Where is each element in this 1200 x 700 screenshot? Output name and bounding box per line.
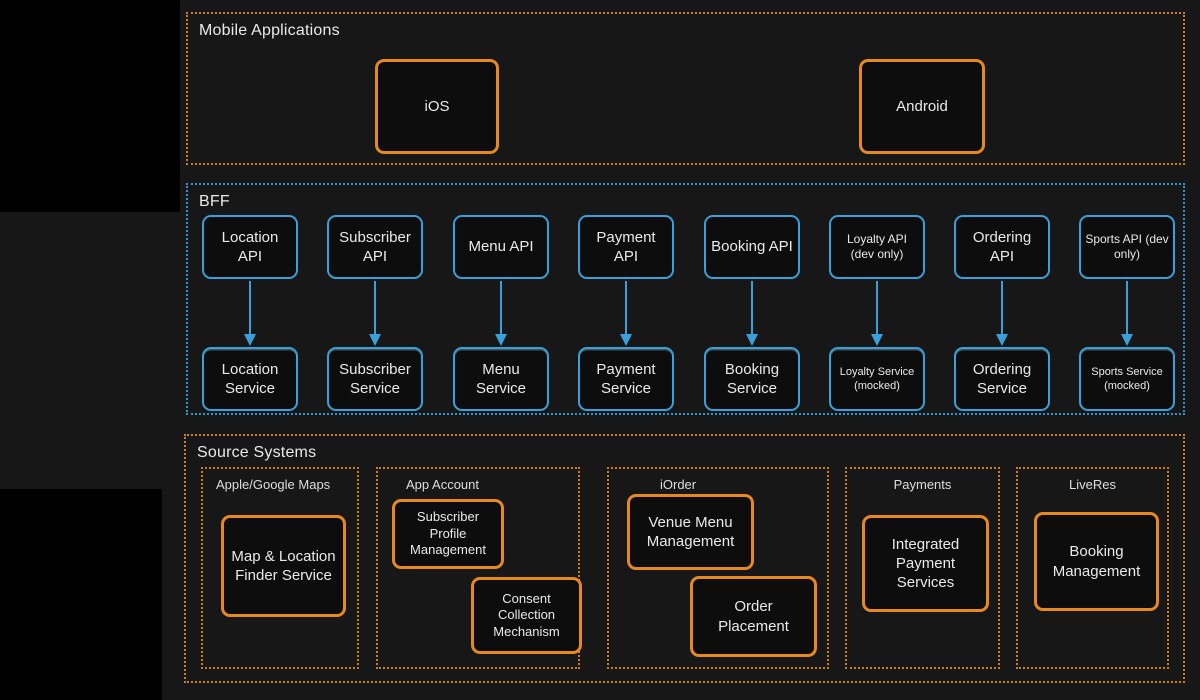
container-mobile-applications-label: Mobile Applications <box>199 22 340 39</box>
arrow-head-icon <box>1121 334 1133 346</box>
container-mobile-applications[interactable]: Mobile Applications iOS Android <box>186 12 1185 165</box>
group-iorder[interactable]: iOrder Venue Menu Management Order Place… <box>607 467 829 669</box>
group-iorder-label: iOrder <box>660 477 697 492</box>
arrow-sports-api-to-service <box>1120 279 1134 347</box>
node-sports-service-label: Sports Service (mocked) <box>1091 365 1163 392</box>
arrow-line <box>625 281 627 335</box>
node-loyalty-api-label: Loyalty API (dev only) <box>846 231 908 261</box>
arrow-line <box>1126 281 1128 335</box>
group-payments-label: Payments <box>893 477 952 492</box>
node-android[interactable]: Android <box>859 59 985 154</box>
left-black-strip-top <box>0 0 180 212</box>
arrow-line <box>1001 281 1003 335</box>
node-sports-api-label: Sports API (dev only) <box>1085 231 1169 261</box>
node-menu-api[interactable]: Menu API <box>453 215 549 279</box>
node-loyalty-api[interactable]: Loyalty API (dev only) <box>829 215 925 279</box>
node-booking-api-label: Booking API <box>711 238 793 256</box>
node-ios-label: iOS <box>424 97 450 115</box>
node-subscriber-api[interactable]: Subscriber API <box>327 215 423 279</box>
arrow-subscriber-api-to-service <box>368 279 382 347</box>
node-venue-menu-management-label: Venue Menu Management <box>646 513 735 550</box>
node-subscriber-service-label: Subscriber Service <box>339 360 411 397</box>
arrow-head-icon <box>996 334 1008 346</box>
node-booking-api[interactable]: Booking API <box>704 215 800 279</box>
node-subscriber-api-label: Subscriber API <box>339 228 411 265</box>
arrow-head-icon <box>369 334 381 346</box>
node-ordering-api[interactable]: Ordering API <box>954 215 1050 279</box>
arrow-head-icon <box>244 334 256 346</box>
node-subscriber-service[interactable]: Subscriber Service <box>327 347 423 411</box>
arrow-booking-api-to-service <box>745 279 759 347</box>
group-app-account-label: App Account <box>406 477 479 492</box>
group-app-account[interactable]: App Account Subscriber Profile Managemen… <box>376 467 582 669</box>
node-venue-menu-management[interactable]: Venue Menu Management <box>627 494 754 570</box>
arrow-ordering-api-to-service <box>995 279 1009 347</box>
node-payment-api-label: Payment API <box>596 228 656 265</box>
node-subscriber-profile-management-label: Subscriber Profile Management <box>410 509 486 558</box>
container-source-systems[interactable]: Source Systems Apple/Google Maps Map & L… <box>184 434 1185 683</box>
node-map-location-finder-service[interactable]: Map & Location Finder Service <box>221 515 346 617</box>
group-liveres[interactable]: LiveRes Booking Management <box>1016 467 1169 669</box>
node-subscriber-profile-management[interactable]: Subscriber Profile Management <box>392 499 504 569</box>
arrow-head-icon <box>620 334 632 346</box>
node-location-service-label: Location Service <box>221 360 279 397</box>
node-booking-management[interactable]: Booking Management <box>1034 512 1159 611</box>
node-android-label: Android <box>896 97 948 115</box>
node-location-api-label: Location API <box>221 228 279 265</box>
arrow-line <box>876 281 878 335</box>
arrow-head-icon <box>495 334 507 346</box>
node-sports-service[interactable]: Sports Service (mocked) <box>1079 347 1175 411</box>
node-ordering-api-label: Ordering API <box>972 228 1032 265</box>
group-liveres-label: LiveRes <box>1069 477 1116 492</box>
node-loyalty-service[interactable]: Loyalty Service (mocked) <box>829 347 925 411</box>
arrow-head-icon <box>746 334 758 346</box>
left-black-strip-bottom <box>0 489 162 700</box>
container-bff[interactable]: BFF Location API Location Service Subscr… <box>186 183 1185 415</box>
arrow-line <box>751 281 753 335</box>
node-menu-service[interactable]: Menu Service <box>453 347 549 411</box>
group-apple-google-maps[interactable]: Apple/Google Maps Map & Location Finder … <box>201 467 359 669</box>
node-menu-service-label: Menu Service <box>475 360 527 397</box>
node-location-service[interactable]: Location Service <box>202 347 298 411</box>
node-consent-collection-mechanism-label: Consent Collection Mechanism <box>493 590 560 639</box>
arrow-payment-api-to-service <box>619 279 633 347</box>
node-map-location-finder-service-label: Map & Location Finder Service <box>231 547 336 584</box>
container-bff-label: BFF <box>199 193 230 210</box>
arrow-location-api-to-service <box>243 279 257 347</box>
group-apple-google-maps-label: Apple/Google Maps <box>216 477 331 492</box>
node-booking-service-label: Booking Service <box>724 360 780 397</box>
arrow-head-icon <box>871 334 883 346</box>
arrow-line <box>374 281 376 335</box>
node-payment-api[interactable]: Payment API <box>578 215 674 279</box>
node-ios[interactable]: iOS <box>375 59 499 154</box>
node-consent-collection-mechanism[interactable]: Consent Collection Mechanism <box>471 577 582 654</box>
node-booking-management-label: Booking Management <box>1052 543 1141 580</box>
arrow-line <box>500 281 502 335</box>
arrow-loyalty-api-to-service <box>870 279 884 347</box>
node-booking-service[interactable]: Booking Service <box>704 347 800 411</box>
node-loyalty-service-label: Loyalty Service (mocked) <box>839 365 915 392</box>
node-menu-api-label: Menu API <box>468 238 534 256</box>
container-source-systems-label: Source Systems <box>197 444 317 461</box>
node-integrated-payment-services[interactable]: Integrated Payment Services <box>862 515 989 612</box>
node-order-placement-label: Order Placement <box>718 598 789 635</box>
group-payments[interactable]: Payments Integrated Payment Services <box>845 467 1000 669</box>
node-location-api[interactable]: Location API <box>202 215 298 279</box>
node-integrated-payment-services-label: Integrated Payment Services <box>891 535 960 592</box>
node-ordering-service[interactable]: Ordering Service <box>954 347 1050 411</box>
node-order-placement[interactable]: Order Placement <box>690 576 817 657</box>
node-payment-service-label: Payment Service <box>596 360 656 397</box>
node-sports-api[interactable]: Sports API (dev only) <box>1079 215 1175 279</box>
node-ordering-service-label: Ordering Service <box>972 360 1032 397</box>
node-payment-service[interactable]: Payment Service <box>578 347 674 411</box>
arrow-line <box>249 281 251 335</box>
arrow-menu-api-to-service <box>494 279 508 347</box>
